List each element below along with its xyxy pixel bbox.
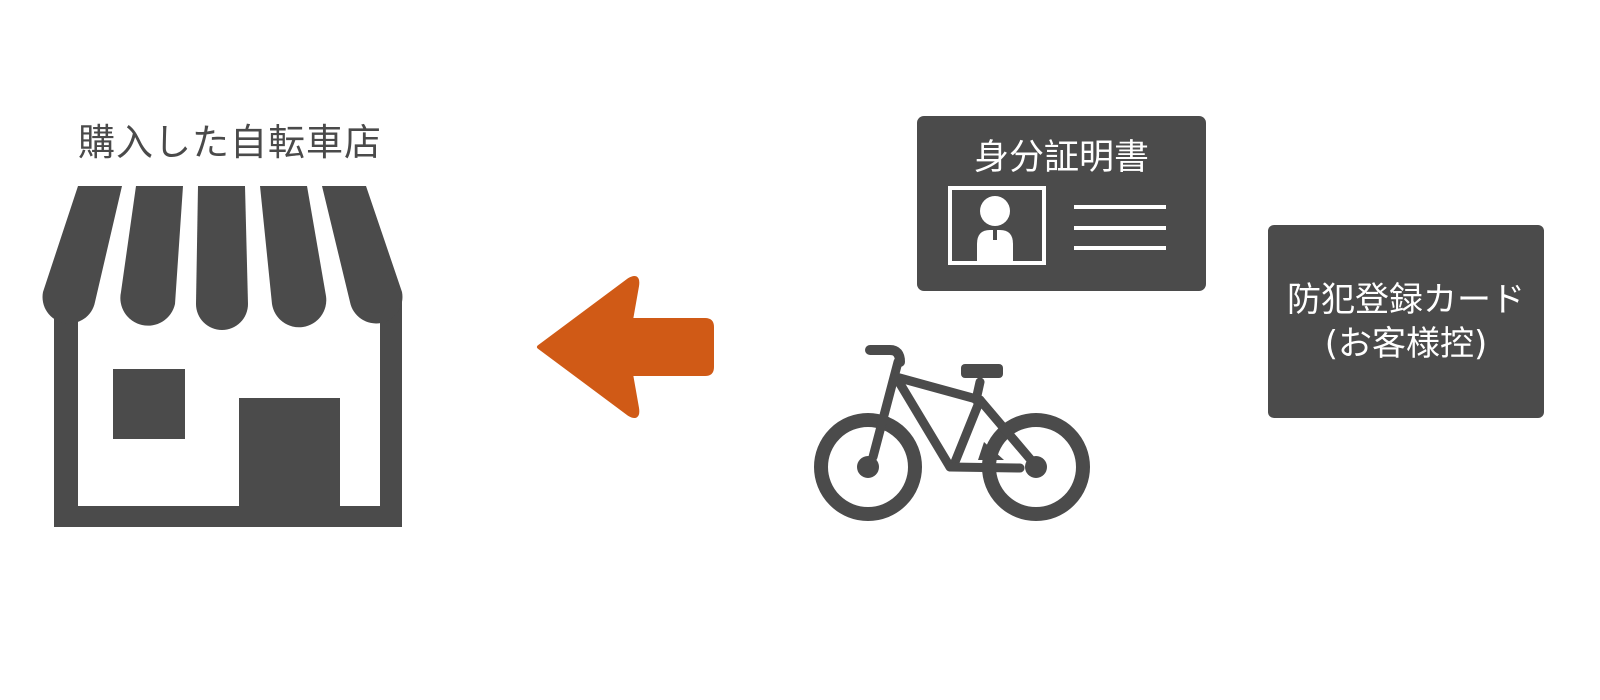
store-label: 購入した自転車店 (78, 121, 382, 164)
text-lines-icon (1074, 205, 1166, 255)
registration-card-title: 防犯登録カード (1287, 279, 1525, 320)
id-card-title: 身分証明書 (973, 138, 1149, 178)
bicycle-icon (808, 342, 1103, 532)
id-card: 身分証明書 (917, 116, 1206, 291)
person-portrait-icon (948, 186, 1046, 270)
registration-card: 防犯登録カード (お客様控) (1268, 225, 1544, 418)
storefront-icon (42, 186, 414, 532)
arrow-left-icon (535, 272, 715, 426)
registration-card-subtitle: (お客様控) (1324, 323, 1488, 364)
